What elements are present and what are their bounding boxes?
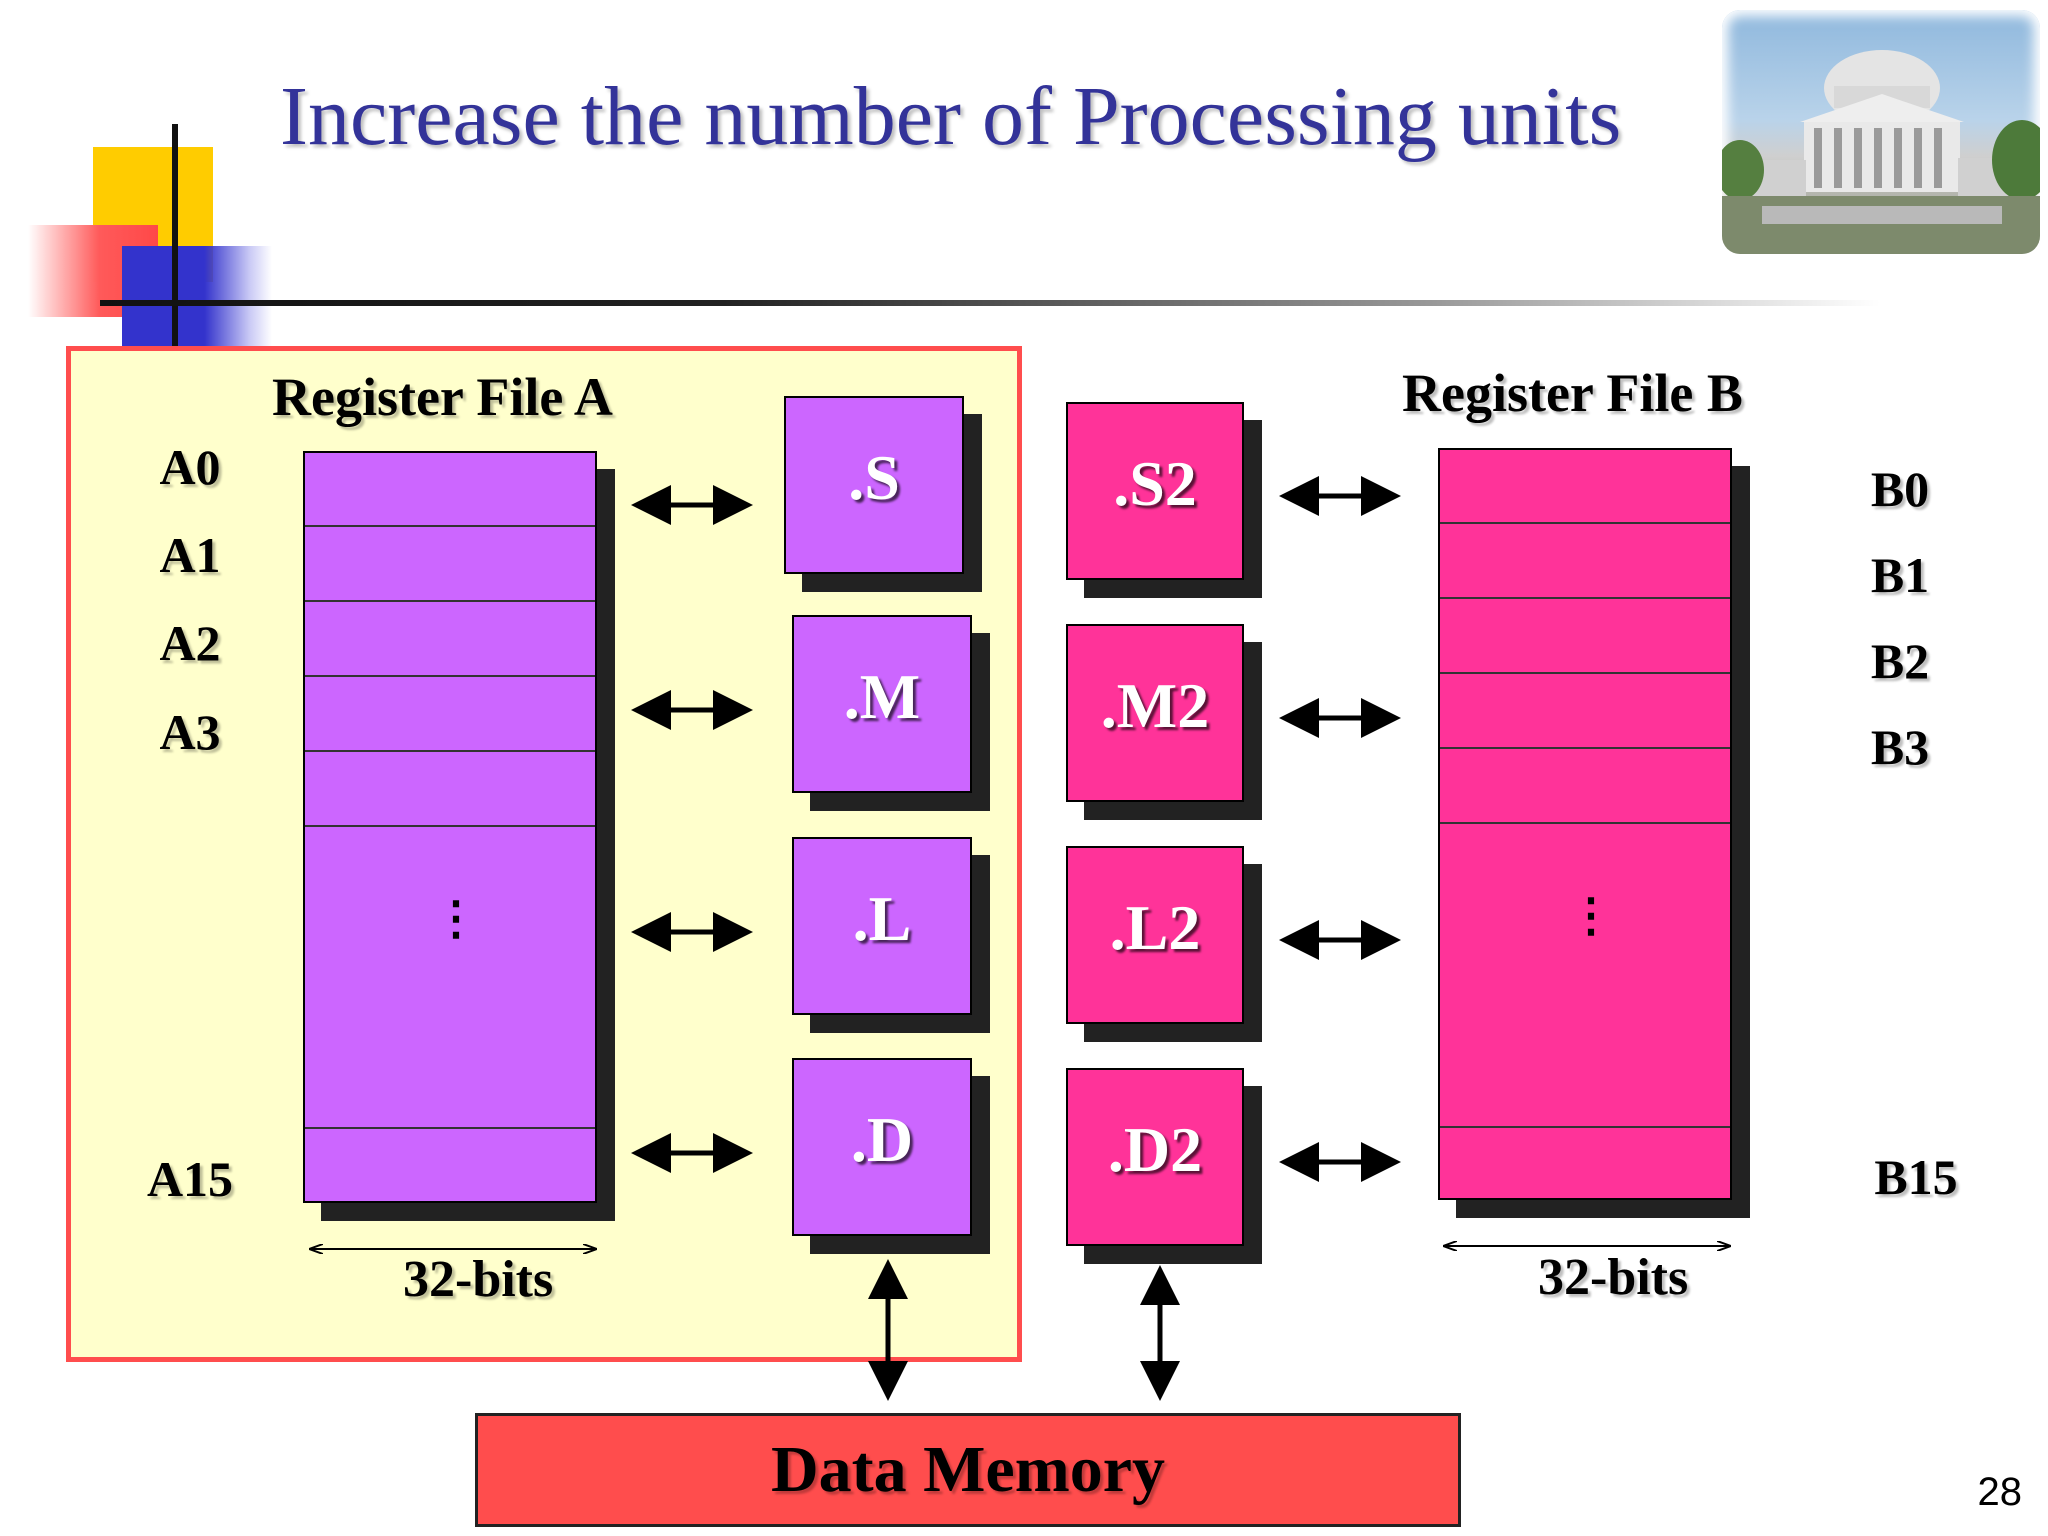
register-label-b3: B3: [1870, 719, 1930, 775]
unit-s: .S: [784, 396, 964, 574]
register-label-a3: A3: [159, 704, 221, 760]
unit-s2: .S2: [1066, 402, 1244, 580]
register-file-a-title: Register File A: [272, 367, 613, 427]
data-memory: Data Memory: [475, 1413, 1461, 1527]
building-photo: [1722, 10, 2040, 254]
title-underline: [100, 300, 1880, 306]
logo-vertical-line: [172, 124, 178, 349]
unit-m2: .M2: [1066, 624, 1244, 802]
slide-title: Increase the number of Processing units: [280, 70, 1622, 163]
register-label-b1: B1: [1870, 547, 1930, 603]
register-label-a0: A0: [159, 439, 221, 495]
register-file-b-width-label: 32-bits: [1538, 1249, 1689, 1306]
register-label-b2: B2: [1870, 633, 1930, 689]
register-label-a2: A2: [159, 615, 221, 671]
page-number: 28: [1977, 1470, 2023, 1514]
unit-d: .D: [792, 1058, 972, 1236]
unit-m: .M: [792, 615, 972, 793]
unit-l: .L: [792, 837, 972, 1015]
register-label-a15: A15: [146, 1151, 234, 1207]
register-label-a1: A1: [159, 527, 221, 583]
register-file-b-title: Register File B: [1402, 363, 1743, 423]
logo-blue-square: [122, 246, 272, 346]
unit-l2: .L2: [1066, 846, 1244, 1024]
register-file-a: [303, 451, 597, 1203]
register-file-b: [1438, 448, 1732, 1200]
register-label-b0: B0: [1870, 461, 1930, 517]
register-label-b15: B15: [1874, 1149, 1958, 1205]
register-file-a-width-label: 32-bits: [403, 1251, 554, 1308]
unit-d2: .D2: [1066, 1068, 1244, 1246]
